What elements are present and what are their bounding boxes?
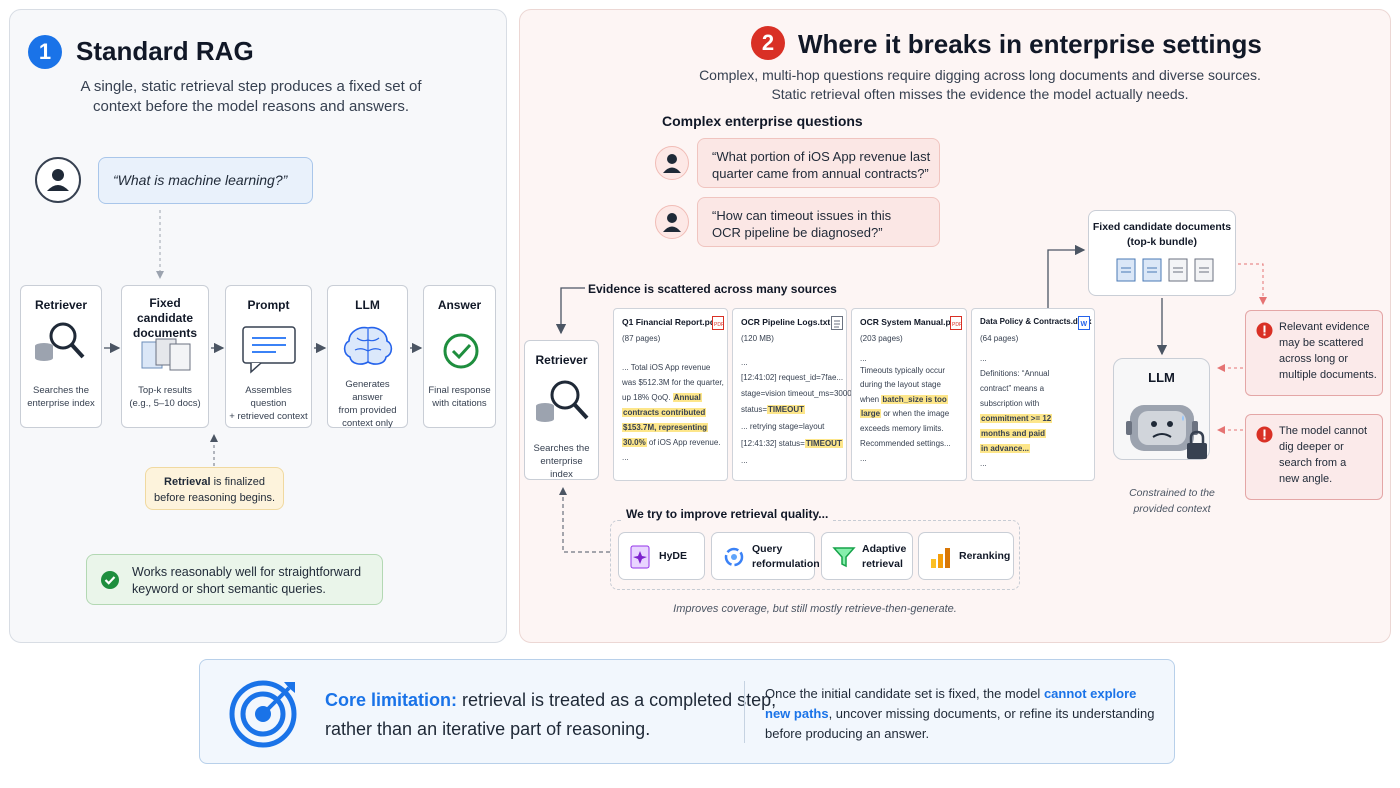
svg-text:PDF: PDF [952, 322, 962, 328]
documents-stack-icon [141, 338, 191, 371]
doc-q1-financial-report: Q1 Financial Report.pdf PDF (87 pages) .… [613, 308, 728, 481]
enterprise-title: Where it breaks in enterprise settings [798, 29, 1262, 59]
questions-heading: Complex enterprise questions [662, 113, 863, 129]
text-file-icon [831, 316, 843, 330]
standard-rag-title: Standard RAG [76, 36, 254, 66]
svg-text:PDF: PDF [714, 322, 724, 328]
funnel-filter-icon [832, 547, 856, 568]
brain-icon [343, 326, 393, 365]
banner-divider [744, 681, 745, 743]
technique-reranking: Reranking [918, 532, 1014, 580]
target-bullseye-icon [229, 680, 297, 748]
checkmark-circle-icon [443, 333, 479, 369]
error-alert-icon [1256, 322, 1273, 339]
step-badge-1: 1 [28, 35, 62, 69]
user-query-bubble: “What is machine learning?” [98, 157, 313, 204]
refresh-cycle-icon [724, 547, 744, 567]
prompt-message-icon [242, 326, 296, 374]
sparkle-document-icon [630, 545, 650, 569]
retrieval-finalized-note: Retrieval is finalized before reasoning … [145, 467, 284, 510]
pdf-file-icon: PDF [950, 316, 962, 330]
doc-ocr-pipeline-logs: OCR Pipeline Logs.txt (120 MB) ... [12:4… [732, 308, 856, 481]
error-alert-icon [1256, 426, 1273, 443]
core-limitation-banner [199, 659, 1175, 764]
sad-robot-lock-icon [1126, 405, 1207, 459]
improve-note: Improves coverage, but still mostly retr… [673, 603, 957, 615]
bar-chart-icon [931, 548, 950, 568]
technique-hyde: HyDE [618, 532, 705, 580]
user-avatar-icon [655, 146, 689, 180]
works-well-note: Works reasonably well for straightforwar… [86, 554, 383, 605]
constrained-llm-box: LLM [1113, 358, 1210, 460]
fixed-candidate-documents-box: Fixed candidate documents(top-k bundle) [1088, 210, 1236, 296]
core-limitation-detail: Once the initial candidate set is fixed,… [765, 686, 1155, 741]
improve-heading: We try to improve retrieval quality... [623, 507, 832, 521]
scattered-evidence-label: Evidence is scattered across many source… [588, 282, 837, 296]
success-check-icon [101, 571, 119, 589]
svg-text:W: W [1081, 321, 1088, 328]
pipeline-prompt-box: Prompt Assembles question+ retrieved con… [225, 285, 312, 428]
core-limitation-text: Core limitation: retrieval is treated as… [325, 690, 777, 739]
documents-bundle-icon [1116, 258, 1214, 282]
magnifier-database-icon [35, 322, 85, 361]
step-badge-2: 2 [751, 26, 785, 60]
pdf-file-icon: PDF [712, 316, 724, 330]
doc-data-policy-contracts: Data Policy & Contracts.docx W (64 pages… [971, 308, 1095, 481]
user-avatar-icon [655, 205, 689, 239]
user-avatar-icon [35, 157, 81, 203]
standard-rag-subtitle: A single, static retrieval step produces… [80, 78, 422, 115]
enterprise-subtitle: Complex, multi-hop questions require dig… [699, 67, 1261, 102]
magnifier-database-icon [536, 380, 589, 422]
word-file-icon: W [1078, 316, 1090, 330]
doc-ocr-system-manual: OCR System Manual.pdf PDF (203 pages) ..… [851, 308, 967, 481]
